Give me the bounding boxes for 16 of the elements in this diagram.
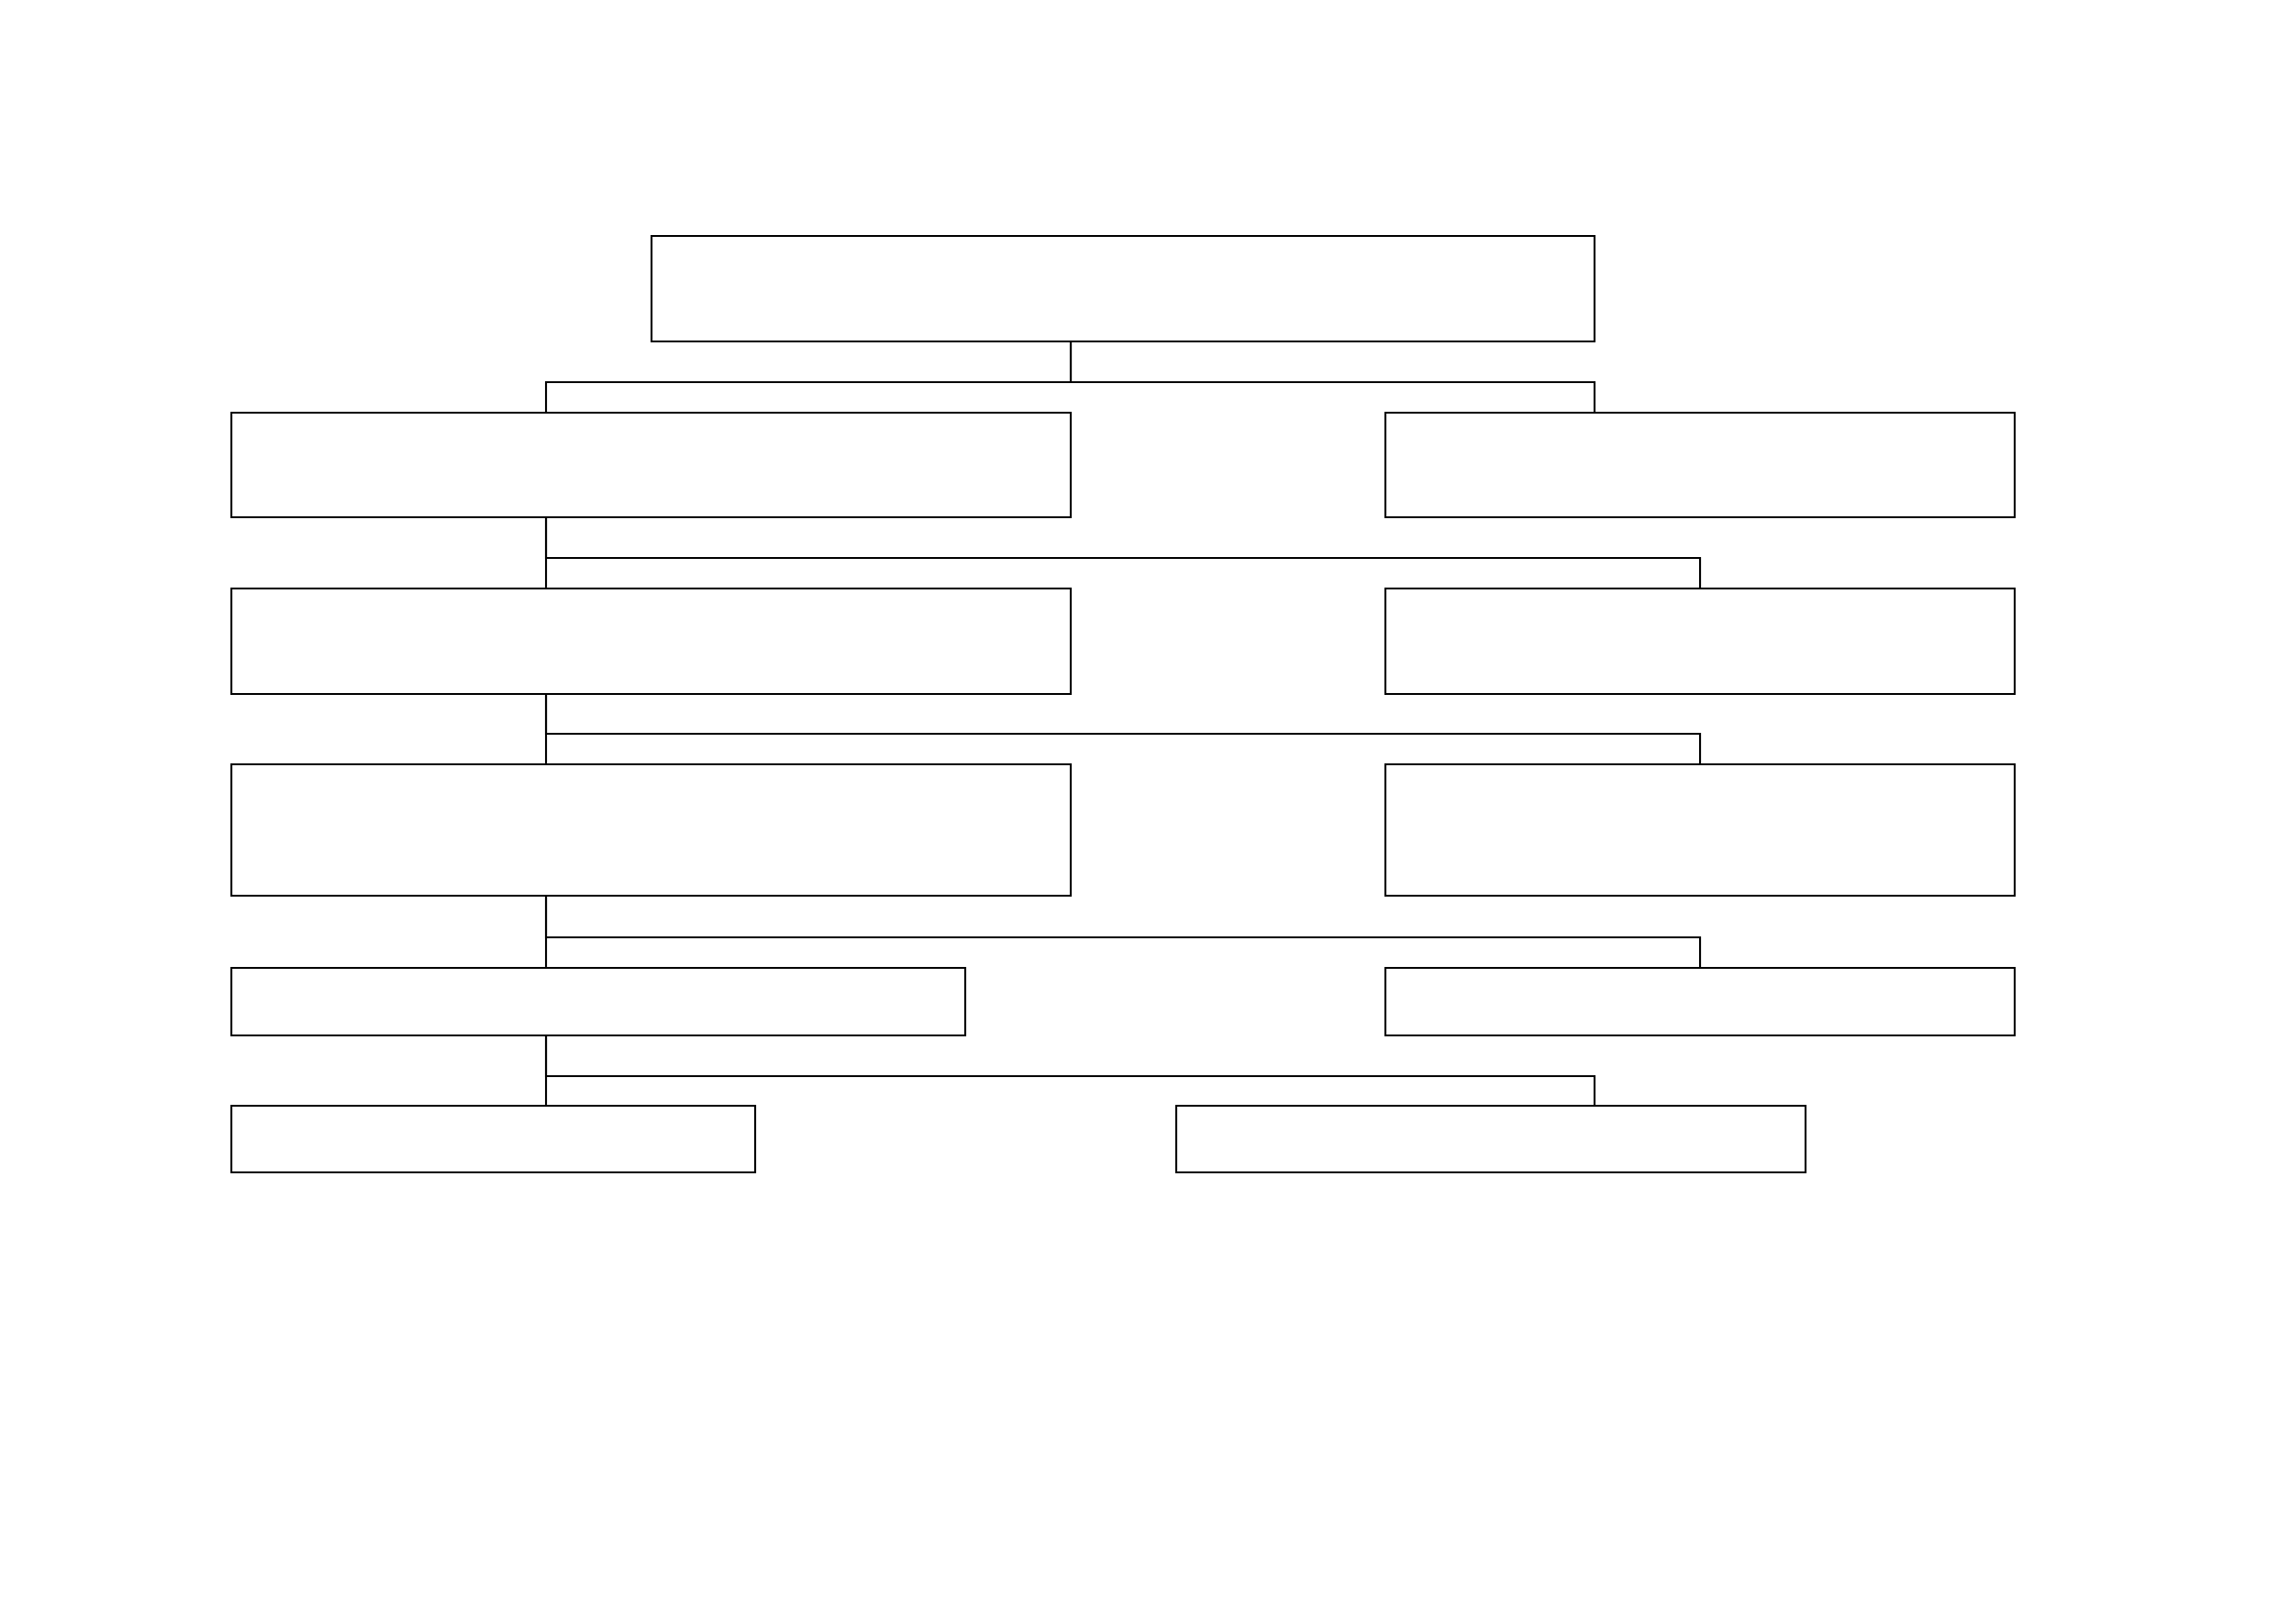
connector-line [544,695,1702,763]
empty-box [1384,587,2017,696]
empty-box [1384,966,2017,1037]
connector-line [544,1036,1596,1105]
empty-box [1174,1104,1807,1174]
empty-box [650,234,1596,343]
empty-box [230,587,1073,696]
empty-box [230,1104,757,1174]
connector-line [544,897,1702,967]
empty-box [230,966,967,1037]
empty-box [230,411,1073,519]
empty-box [1384,762,2017,898]
connector-line [1069,342,1596,412]
connector-line [544,518,1702,588]
empty-box [230,762,1073,898]
empty-box [1384,411,2017,519]
